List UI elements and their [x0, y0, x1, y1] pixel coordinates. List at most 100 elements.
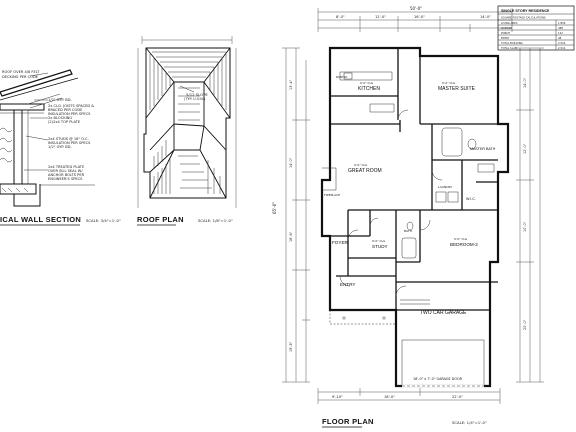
soffit: [27, 93, 63, 109]
roof-slope-note: 5/12 SLOPE: [186, 92, 208, 97]
room-great-room: GREAT ROOM: [348, 168, 382, 174]
dims-left: 65'-6" 13'-4" 14'-0" 18'-6" 19'-8": [272, 47, 310, 383]
wall-notes: ROOF OVER 4/8 FELT DECKING PER CODE 1/2"…: [2, 70, 94, 181]
slope-arrow: [179, 85, 195, 93]
slab-hatch: [1, 187, 29, 193]
room-garage: TWO CAR GARAGE: [420, 310, 467, 316]
dims-right: 14'-0" 12'-0" 10'-0" 20'-0": [516, 47, 544, 383]
room-labels: MASTER SUITE 9'-0" CLG KITCHEN 9'-0" CLG…: [324, 75, 496, 316]
wall-sheathing: [21, 109, 29, 185]
schedule-value: 122: [558, 31, 563, 35]
room-master-suite: MASTER SUITE: [438, 86, 476, 92]
wall-note: INSULATION PER SPECS: [48, 112, 91, 116]
roof-hatch: [149, 51, 227, 194]
room-height: 9'-0" CLG: [454, 237, 467, 241]
schedule-value: 488: [558, 26, 563, 30]
schedule-label: PORCH: [501, 31, 510, 35]
sqft-schedule: SINGLE STORY RESIDENCE SQUARE FOOTAGE CA…: [497, 5, 575, 51]
wall-note: DECKING PER CODE: [2, 75, 39, 79]
washer: [435, 191, 447, 203]
bathtub: [441, 127, 463, 157]
floor-plan-title: FLOOR PLAN: [322, 417, 374, 426]
roof-plan-scale: SCALE: 1/8"=1'-0": [198, 218, 233, 223]
garage-door-label: 16'-0" x 7'-0" GARAGE DOOR: [413, 377, 463, 381]
bathtub-2: [401, 237, 417, 259]
dim-text: 14'-0": [480, 15, 491, 19]
schedule-value: 2,514: [558, 46, 566, 50]
dryer: [447, 191, 459, 203]
wall-note: INSULATION PER SPECS: [48, 141, 91, 145]
room-pantry: PANTRY: [336, 75, 348, 79]
room-height: 9'-0" CLG: [354, 163, 367, 167]
ceiling-joist: [0, 103, 45, 111]
interior-walls: [330, 48, 498, 311]
wall-note: ENGINEER'S SPECS: [48, 177, 83, 181]
room-height: 9'-0" CLG: [360, 81, 373, 85]
schedule-label: TOTAL BUILDING: [501, 41, 523, 45]
wall-note: 2x BLOCKING: [48, 116, 72, 120]
wall-note: ANCHOR BOLTS PER: [48, 173, 85, 177]
toilet: [467, 138, 477, 150]
dim-text: 20'-0": [523, 319, 527, 330]
dims-top: 50'-0" 8'-0" 12'-0" 16'-0" 14'-0": [317, 6, 513, 32]
schedule-label: TOTAL SLAB: [501, 46, 517, 50]
schedule-label: GARAGE: [501, 26, 512, 30]
wall-note: 2x4 STUDS @ 16" O.C.: [48, 137, 89, 141]
wall-note: 2x4 TREATED PLATE: [48, 165, 85, 169]
schedule-value: 2,514: [558, 41, 566, 45]
dim-text: 13'-4": [289, 79, 293, 90]
exterior-walls: [320, 46, 510, 388]
wall-note: ROOF OVER 4/8 FELT: [2, 70, 40, 74]
room-wic: W.I.C.: [466, 197, 476, 201]
toilet-2: [406, 221, 414, 231]
room-height: 9'-0" CLG: [372, 239, 385, 243]
schedule-value: 48: [558, 36, 562, 40]
dim-text: 18'-6": [289, 231, 293, 242]
schedule-subheader: SQUARE FOOTAGE CALCULATIONS: [501, 16, 546, 20]
roof-rafter: [0, 69, 73, 97]
slab: [0, 183, 37, 195]
room-height: 9'-0" CLG: [442, 81, 455, 85]
room-master-bath: MASTER BATH: [470, 147, 496, 151]
leader-lines: [24, 72, 49, 171]
wall-note: 1/2" GYP. BD.: [48, 98, 72, 102]
vanity: [477, 163, 495, 173]
wall-section-title: ICAL WALL SECTION: [0, 215, 81, 224]
overall-width-dim: 50'-0": [410, 6, 422, 11]
floor-plan-scale: SCALE: 1/4"=1'-0": [452, 420, 487, 425]
wall-note: 1/2" GYP. BD.: [48, 145, 72, 149]
wall-note: BRACED PER CODE: [48, 108, 83, 112]
wall-section: ROOF OVER 4/8 FELT DECKING PER CODE 1/2"…: [0, 69, 121, 226]
overall-depth-dim: 65'-6": [272, 202, 277, 214]
room-bedroom-2: BEDROOM-2: [450, 242, 478, 247]
roof-outline: [143, 47, 231, 199]
roof-line: [0, 77, 79, 101]
schedule-value: 1,856: [558, 21, 566, 25]
roof-plan: 5/12 SLOPE (TYP. U.O.N.) ROOF PLAN SCALE…: [137, 36, 237, 226]
wall-note: (2)2x4 TOP PLATE: [48, 120, 81, 124]
footing: [13, 184, 41, 207]
dim-text: 9'-10": [332, 395, 343, 399]
room-bath: BATH: [404, 229, 412, 233]
insulation-hatch: [0, 127, 13, 163]
room-kitchen: KITCHEN: [358, 86, 380, 92]
dim-text: 16'-0": [414, 15, 425, 19]
dim-text: 18'-0": [384, 395, 395, 399]
fixtures: [322, 71, 495, 325]
wall-note: OVER SILL SEAL W/: [48, 169, 83, 173]
roof-plan-title: ROOF PLAN: [137, 215, 184, 224]
room-fireplace: FIREPLACE: [324, 193, 340, 197]
roof-slope-note-2: (TYP. U.O.N.): [184, 97, 206, 101]
dim-text: 10'-0": [523, 221, 527, 232]
wall-note: 2x CLG. JOISTS SPACED &: [48, 104, 94, 108]
sink: [343, 72, 353, 80]
dims-bottom: 9'-10" 18'-0" 22'-0": [317, 388, 501, 404]
dim-text: 22'-0": [452, 395, 463, 399]
schedule-header: SINGLE STORY RESIDENCE: [501, 9, 550, 13]
dim-text: 12'-0": [375, 15, 386, 19]
wall-stud: [13, 109, 23, 185]
dim-text: 8'-0": [336, 15, 345, 19]
schedule-label: ENTRY: [501, 36, 510, 40]
room-laundry: LAUNDRY: [438, 185, 452, 189]
